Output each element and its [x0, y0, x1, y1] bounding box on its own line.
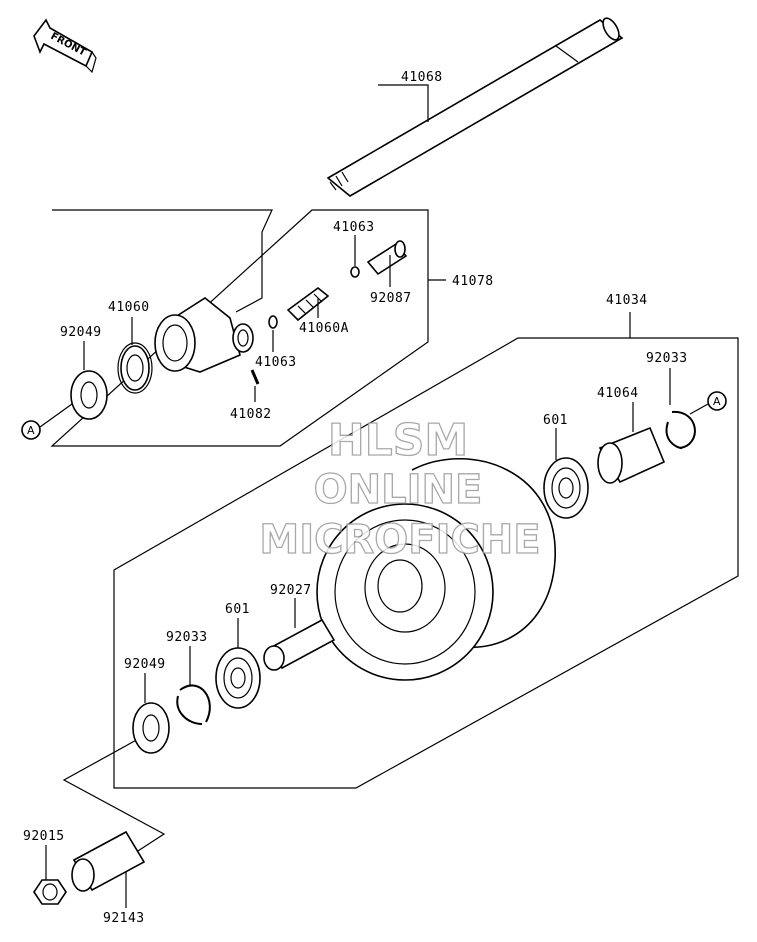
collar-92143: [71, 830, 146, 892]
snap-ring-92033-top: [665, 410, 696, 449]
part-label-601-bottom: 601: [225, 602, 250, 617]
part-labels: 41068 41063 41078 92087 41060 92049 4106…: [23, 70, 688, 926]
watermark-line-3: MICROFICHE: [259, 517, 540, 563]
part-label-92033-top: 92033: [646, 351, 688, 366]
ref-marker-left-label: A: [27, 424, 35, 437]
part-label-92143: 92143: [103, 911, 145, 926]
snap-ring-92033-bottom: [176, 684, 211, 725]
seal-92049-top: [70, 370, 108, 420]
bearing-601-top: [543, 457, 589, 519]
part-label-41078: 41078: [452, 274, 494, 289]
seal-92049-bottom: [132, 702, 170, 754]
washer-41063-mid: [268, 315, 278, 329]
wheel-hub: [316, 457, 556, 681]
pin-41082: [250, 369, 260, 385]
part-label-92087: 92087: [370, 291, 412, 306]
ref-marker-left: A: [21, 420, 41, 440]
part-label-92033-bottom: 92033: [166, 630, 208, 645]
gear-41060: [117, 342, 153, 394]
part-label-601-top: 601: [543, 413, 568, 428]
watermark-line-1: HLSM: [328, 415, 468, 466]
washer-41063-top: [350, 266, 360, 278]
part-label-41060: 41060: [108, 300, 150, 315]
part-label-92015: 92015: [23, 829, 65, 844]
leader-lines: [45, 84, 671, 908]
axle-41068: [326, 17, 624, 197]
nut-92015: [33, 879, 67, 905]
part-label-41068: 41068: [401, 70, 443, 85]
part-label-41034: 41034: [606, 293, 648, 308]
part-label-41064: 41064: [597, 386, 639, 401]
ref-marker-right-label: A: [713, 395, 721, 408]
bearing-601-bottom: [215, 647, 261, 709]
connector-lines: [62, 737, 166, 861]
watermark-line-2: ONLINE: [314, 467, 483, 513]
part-label-41060A: 41060A: [299, 321, 349, 336]
bushing-92087: [366, 240, 408, 276]
part-label-92049-top: 92049: [60, 325, 102, 340]
spacer-92027: [263, 618, 336, 671]
gear-housing: [154, 297, 254, 373]
part-label-41063-mid: 41063: [255, 355, 297, 370]
frame-41034: [113, 337, 739, 789]
part-label-92049-bottom: 92049: [124, 657, 166, 672]
front-arrow-icon: FRONT: [33, 18, 97, 74]
watermark: HLSM ONLINE MICROFICHE: [259, 414, 542, 563]
part-label-41082: 41082: [230, 407, 272, 422]
part-label-92027: 92027: [270, 583, 312, 598]
ref-marker-right: A: [707, 391, 727, 411]
part-label-41063-top: 41063: [333, 220, 375, 235]
pinion-41060A: [286, 286, 330, 322]
collar-41064: [597, 426, 666, 484]
